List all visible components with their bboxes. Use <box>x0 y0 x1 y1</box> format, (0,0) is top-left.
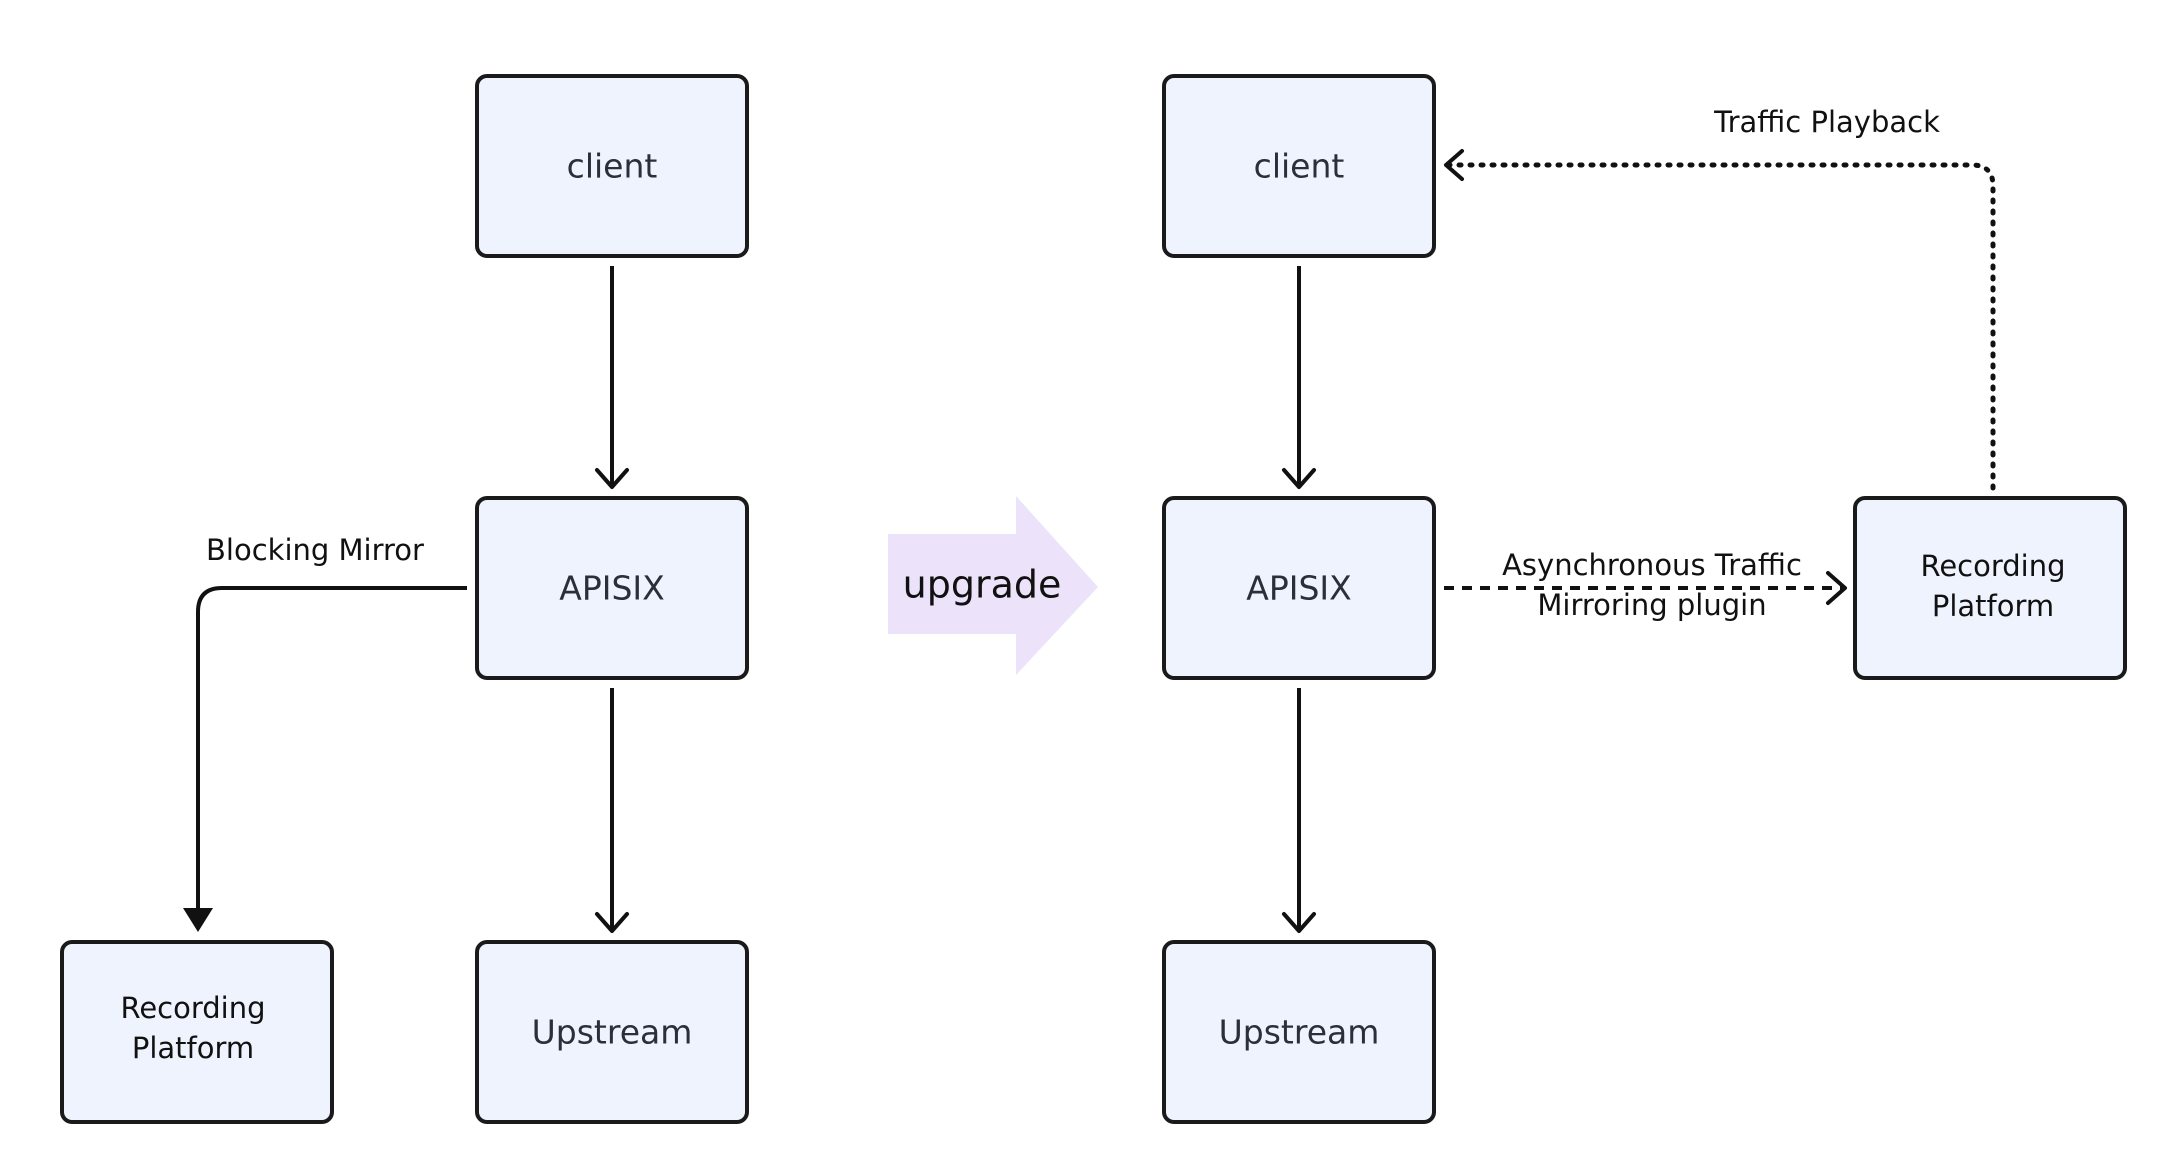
left-apisix-to-upstream-arrow <box>595 688 629 933</box>
left-blocking-mirror-arrow <box>183 586 467 932</box>
right-client-label: client <box>1254 147 1345 186</box>
right-apisix-to-upstream-arrow <box>1282 688 1316 933</box>
left-recording-label-line1: Recording <box>120 991 265 1025</box>
left-apisix-label: APISIX <box>559 569 665 608</box>
right-async-label-line1: Asynchronous Traffic <box>1502 548 1802 582</box>
right-apisix-label: APISIX <box>1246 569 1352 608</box>
left-apisix-node <box>475 496 749 680</box>
left-client-node <box>475 74 749 258</box>
right-recording-label-line1: Recording <box>1920 549 2065 583</box>
right-recording-platform-node <box>1853 496 2127 680</box>
right-client-to-apisix-arrow <box>1282 266 1316 489</box>
right-client-node <box>1162 74 1436 258</box>
right-traffic-playback-label: Traffic Playback <box>1713 105 1940 139</box>
right-async-mirror-arrow <box>1444 571 1847 605</box>
left-recording-label-line2: Platform <box>132 1031 254 1065</box>
upgrade-label: upgrade <box>903 563 1062 607</box>
left-recording-platform-node <box>60 940 334 1124</box>
left-upstream-node <box>475 940 749 1124</box>
left-blocking-mirror-label: Blocking Mirror <box>206 533 424 567</box>
right-async-label-line2: Mirroring plugin <box>1537 588 1766 622</box>
right-recording-label-line2: Platform <box>1932 589 2054 623</box>
right-diagram: client APISIX Upstream Recording Platfor… <box>1162 74 2127 1124</box>
left-client-to-apisix-arrow <box>595 266 629 489</box>
left-upstream-label: Upstream <box>532 1013 693 1052</box>
upgrade-arrow: upgrade <box>888 496 1098 675</box>
right-upstream-node <box>1162 940 1436 1124</box>
right-upstream-label: Upstream <box>1219 1013 1380 1052</box>
upgrade-arrow-shape <box>888 496 1098 675</box>
right-apisix-node <box>1162 496 1436 680</box>
left-diagram: client APISIX Upstream Recording Platfor… <box>60 74 749 1124</box>
right-traffic-playback-arrow <box>1444 149 1996 491</box>
left-client-label: client <box>567 147 658 186</box>
